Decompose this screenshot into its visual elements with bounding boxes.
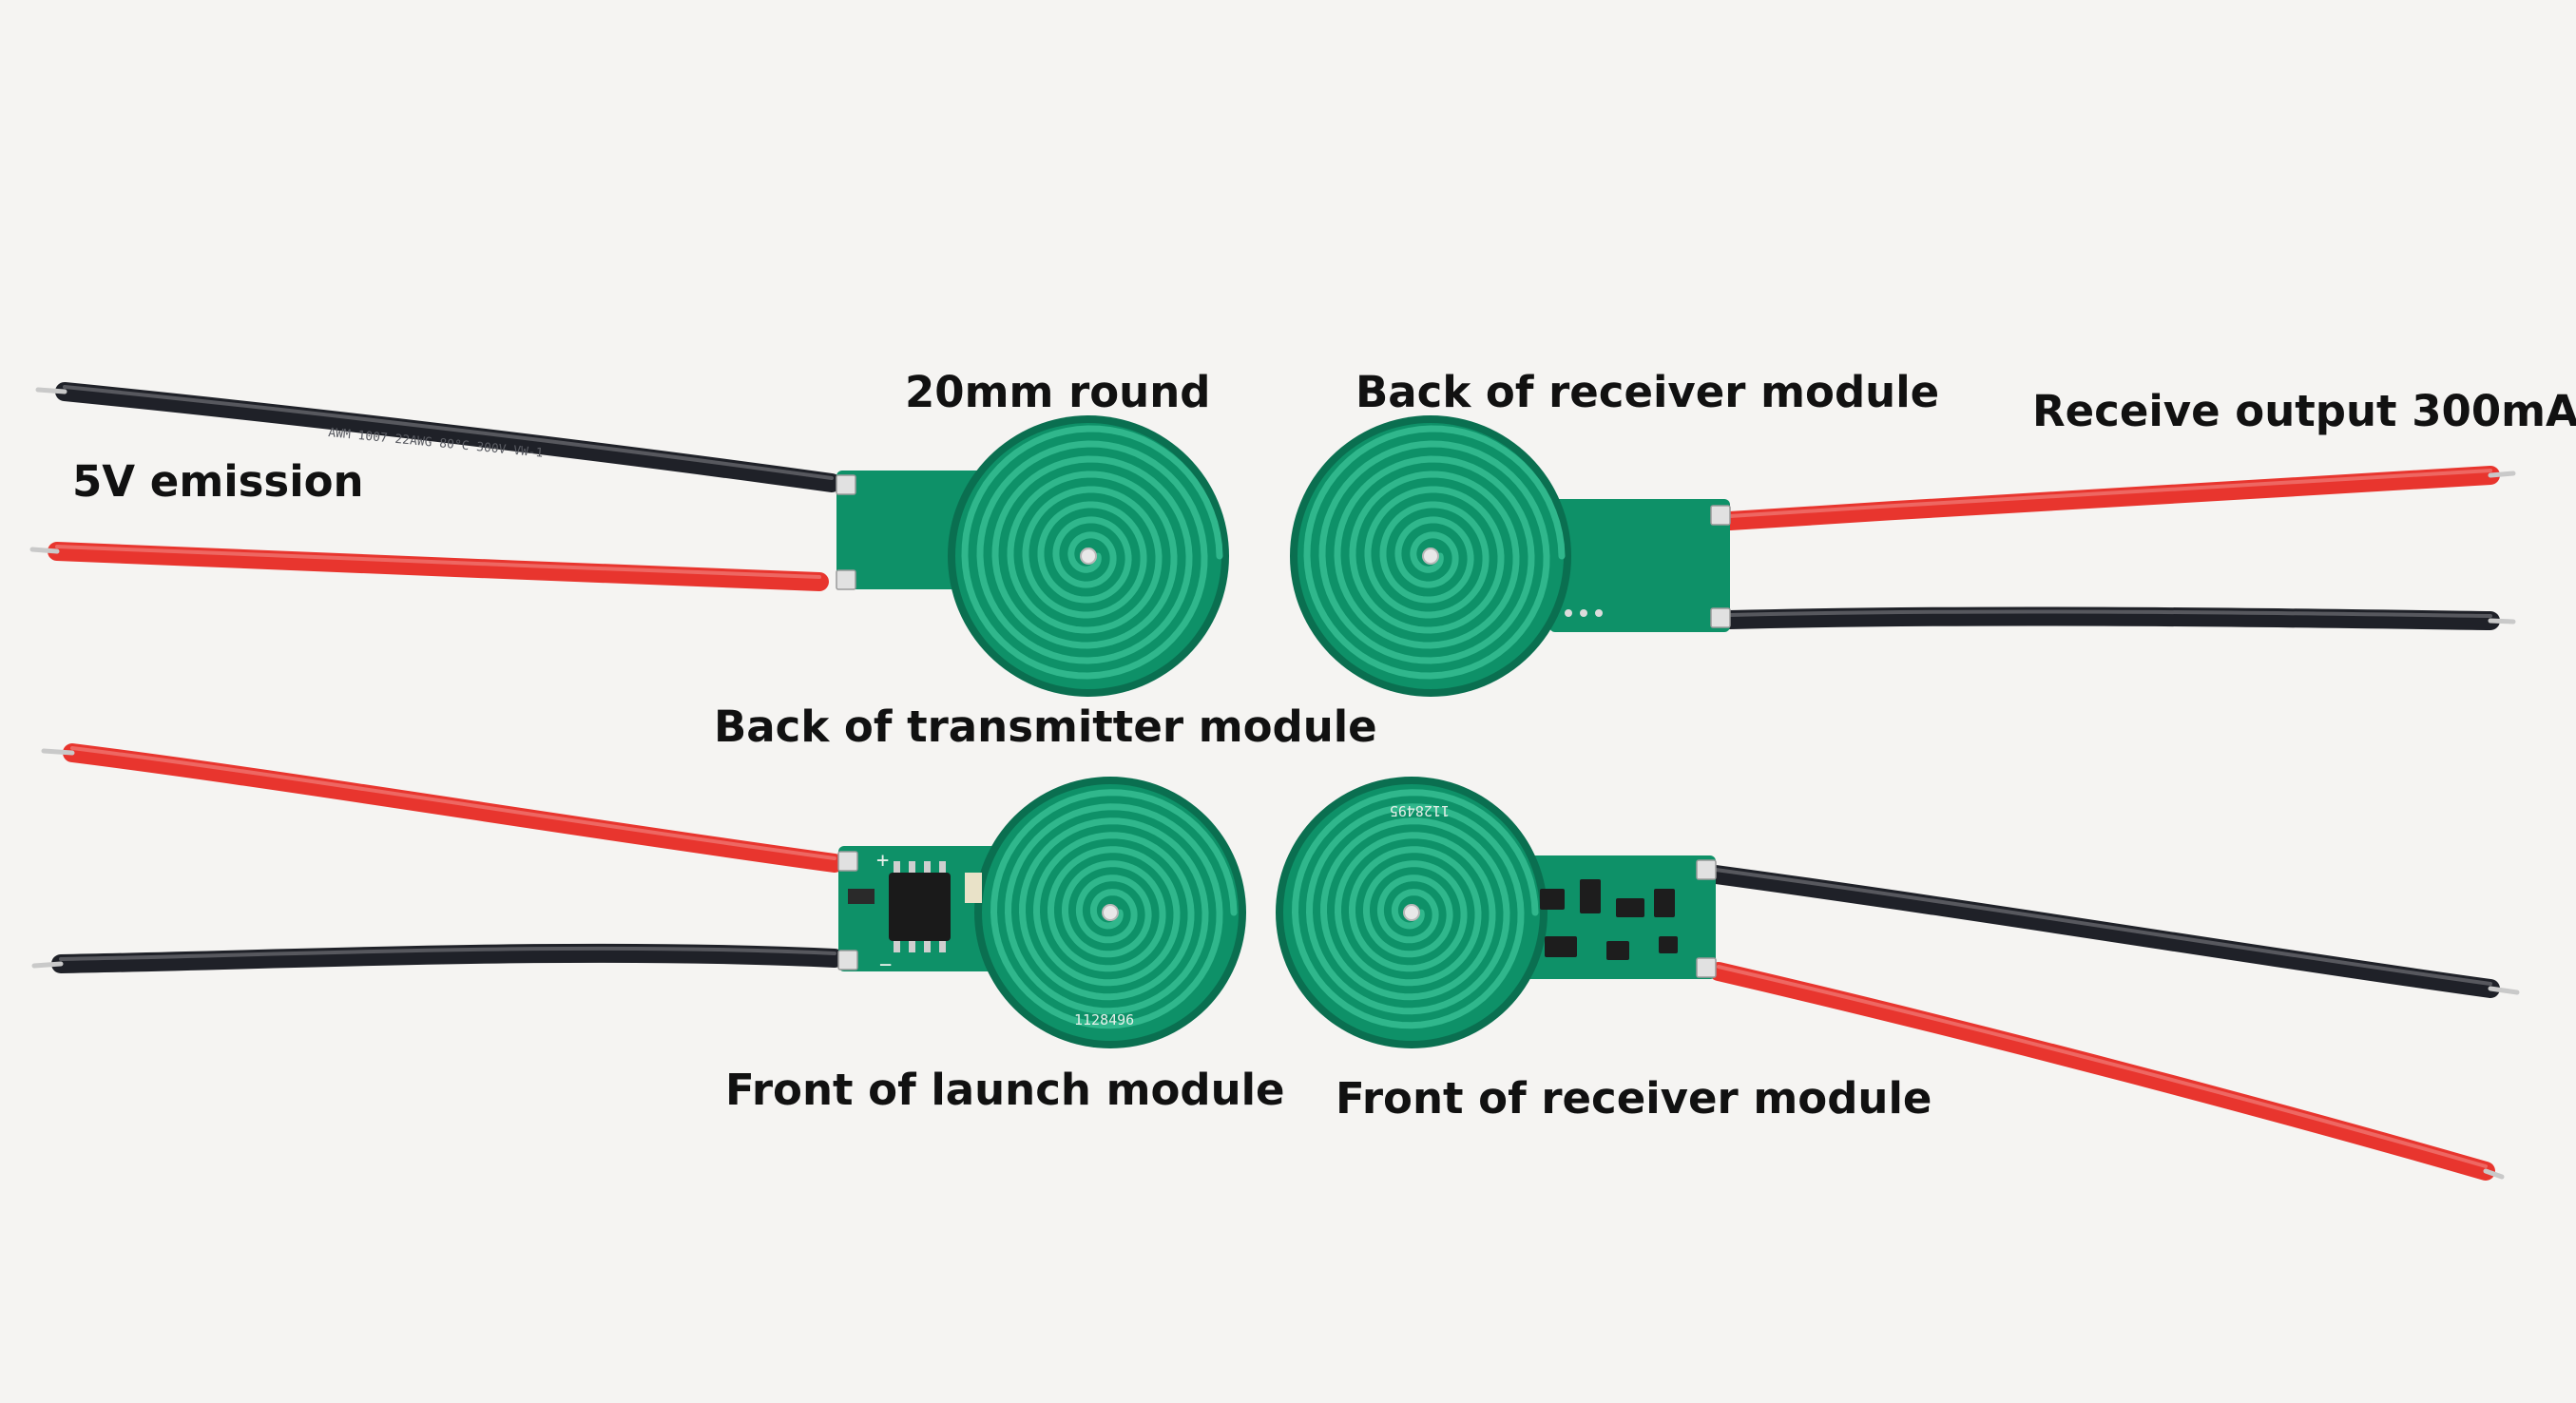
rx-front-red-wire-shine	[1717, 965, 2488, 1168]
plus-marking: +	[876, 849, 889, 873]
wires	[29, 382, 2520, 1181]
tx-front-ic-pin	[894, 861, 900, 873]
rx-front-pad-bottom	[1696, 957, 1717, 978]
tx-back-pad-bottom	[836, 569, 856, 590]
label-5v-emission: 5V emission	[72, 456, 364, 507]
rx-front-black-wire-tip	[2488, 986, 2520, 995]
tx-front-resistor	[848, 889, 875, 904]
rx-front-component	[1606, 941, 1629, 960]
label-front-of-launch-module: Front of launch module	[725, 1065, 1285, 1115]
label-receive-output: Receive output 300mA	[2032, 386, 2576, 436]
tx-front-capacitor	[965, 873, 982, 903]
tx-front-ic	[889, 873, 951, 941]
tx-front-pad-bottom	[837, 950, 858, 971]
tx-back-red-wire	[48, 542, 829, 591]
tx-front-black-wire	[51, 943, 844, 973]
label-back-of-receiver-module: Back of receiver module	[1355, 367, 1940, 417]
rx-front-black-wire-shine	[1714, 868, 2492, 986]
tx-front-coil-via	[1102, 904, 1119, 921]
rx-back-pad-top	[1710, 505, 1731, 526]
tx-front-black-wire-tip	[31, 961, 64, 969]
rx-front-pad-top	[1696, 859, 1717, 880]
tx-back-coil-via	[1080, 548, 1097, 565]
tx-back-red-wire-tip	[29, 547, 60, 554]
tx-front-ic-pin	[939, 941, 946, 952]
tx-back-pad-top	[836, 474, 856, 495]
minus-marking: −	[879, 953, 892, 977]
tx-front-ic-pin	[924, 941, 931, 952]
rx-front-black-wire	[1706, 865, 2500, 998]
boards: 1128496 1128495 + −	[836, 415, 1731, 1048]
rx-back-black-wire-shine	[1728, 609, 2492, 618]
rx-back-black-wire-tip	[2488, 618, 2516, 625]
tx-serial-text: 1128496	[1074, 1011, 1134, 1028]
tx-back-black-wire-shine	[63, 385, 834, 480]
tx-front-black-wire-shine	[59, 946, 836, 961]
rx-back-red-wire-shine	[1728, 469, 2492, 518]
tx-front-red-wire	[63, 743, 844, 873]
rx-front-component	[1616, 898, 1644, 917]
rx-back-coil-via	[1422, 548, 1439, 565]
rx-front-component	[1580, 879, 1601, 913]
rx-back-coil	[1303, 425, 1566, 680]
rx-back-test-point	[1580, 609, 1587, 617]
tx-front-coil	[990, 789, 1238, 1029]
rx-back-test-point	[1565, 609, 1572, 617]
tx-back-red-wire-shine	[55, 545, 821, 579]
rx-front-component	[1545, 936, 1577, 957]
rx-front-component	[1540, 889, 1565, 910]
rx-back-pad-bottom	[1710, 607, 1731, 628]
rx-front-red-wire	[1709, 962, 2495, 1181]
tx-front-ic-pin	[894, 941, 900, 952]
tx-back-black-wire	[55, 382, 841, 492]
tx-back-coil	[961, 425, 1223, 680]
rx-back-red-wire	[1721, 466, 2500, 530]
rx-back-black-wire	[1721, 606, 2500, 630]
rx-front-component	[1659, 936, 1678, 953]
rx-serial-text: 1128495	[1390, 802, 1450, 819]
rx-front-coil	[1291, 789, 1539, 1029]
label-front-of-receiver-module: Front of receiver module	[1336, 1073, 1932, 1124]
tx-front-ic-pin	[909, 941, 915, 952]
tx-front-red-wire-shine	[70, 746, 836, 860]
tx-front-pad-top	[837, 851, 858, 872]
rx-front-red-wire-tip	[2483, 1168, 2505, 1180]
tx-front-ic-pin	[924, 861, 931, 873]
tx-front-ic-pin	[909, 861, 915, 873]
label-back-of-transmitter-module: Back of transmitter module	[714, 702, 1377, 752]
label-20mm-round: 20mm round	[905, 367, 1211, 417]
rx-back-red-wire-tip	[2488, 471, 2516, 478]
tx-front-ic-pin	[939, 861, 946, 873]
rx-front-component	[1654, 889, 1675, 917]
rx-back-test-point	[1595, 609, 1603, 617]
rx-front-coil-via	[1403, 904, 1420, 921]
rx-back-board-stem	[1549, 499, 1730, 632]
tx-back-black-wire-tip	[35, 387, 67, 394]
tx-front-red-wire-tip	[41, 748, 75, 756]
